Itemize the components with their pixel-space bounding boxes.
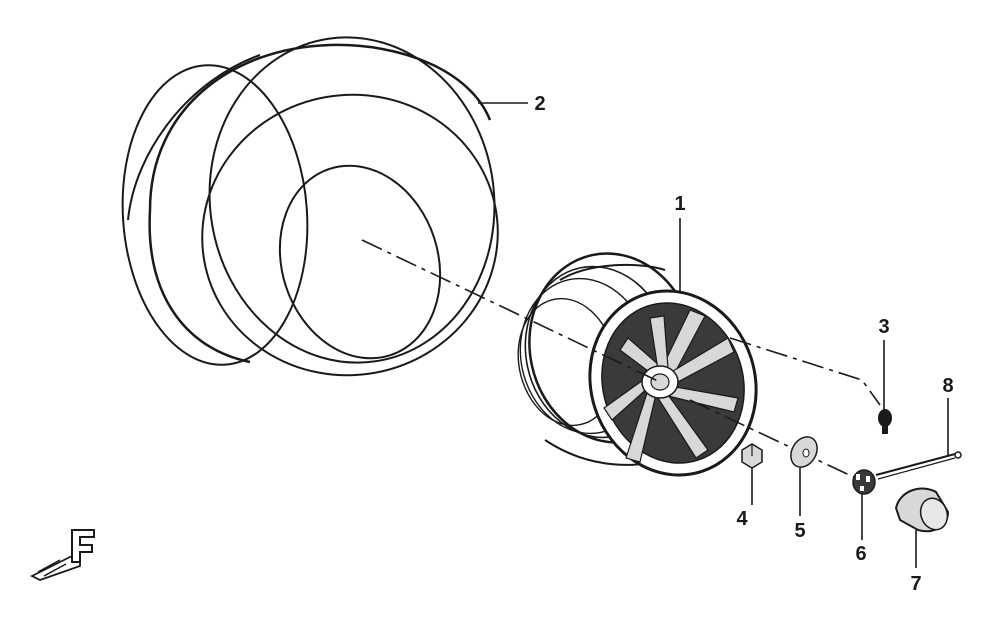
cotter-pin[interactable] <box>875 451 962 480</box>
callout-label-5: 5 <box>794 520 805 542</box>
callout-label-3: 3 <box>878 316 889 338</box>
callout-label-2: 2 <box>534 93 545 115</box>
tire[interactable] <box>113 19 520 399</box>
valve-stem[interactable] <box>878 409 892 434</box>
callout-label-1: 1 <box>674 193 685 215</box>
wheel-rim[interactable] <box>506 238 780 497</box>
castle-nut[interactable] <box>852 469 876 495</box>
callout-label-7: 7 <box>910 573 921 595</box>
callout-label-8: 8 <box>942 375 953 397</box>
front-direction-arrow-icon <box>29 529 95 581</box>
hub-cap[interactable] <box>894 487 952 534</box>
washer[interactable] <box>786 432 823 472</box>
callout-label-4: 4 <box>736 508 748 530</box>
callout-label-6: 6 <box>855 543 866 565</box>
lug-nut[interactable] <box>741 443 763 469</box>
